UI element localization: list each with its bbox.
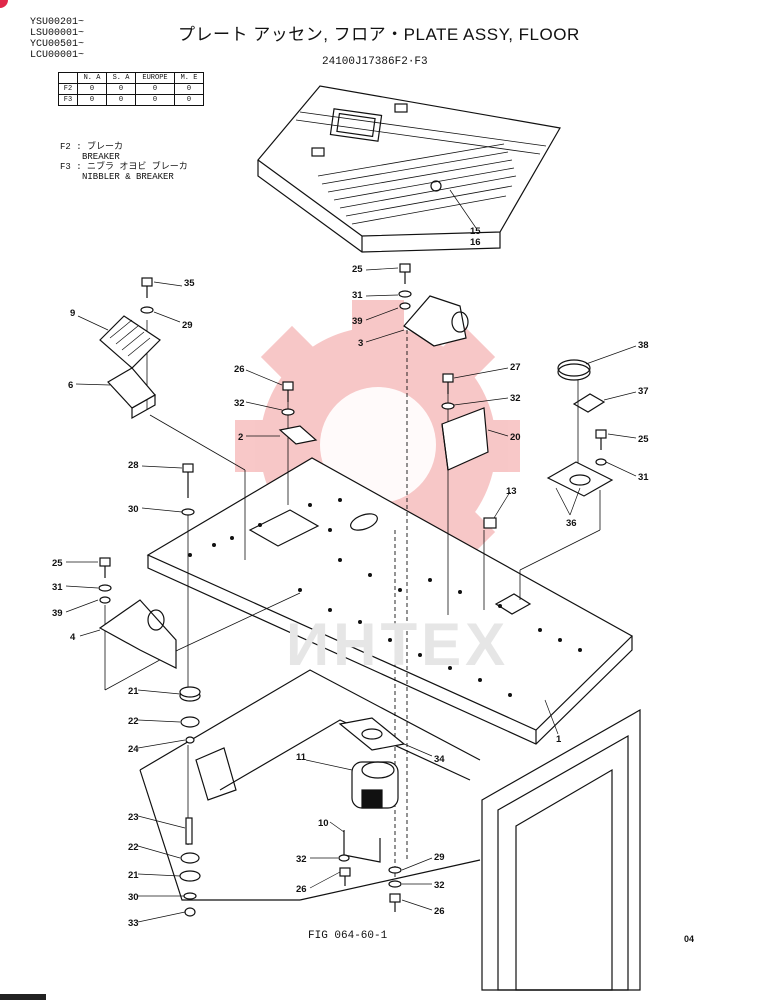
serial-1: YSU00201~	[30, 17, 85, 28]
floor-mat-part	[257, 85, 561, 253]
callout-32: 32	[296, 854, 307, 865]
seal-37-part	[572, 393, 606, 413]
serial-4: LCU00001~	[30, 50, 85, 61]
bracket-10-part	[343, 830, 381, 863]
callout-24: 24	[128, 744, 139, 755]
bracket-34-part	[338, 717, 406, 751]
callout-32: 32	[510, 393, 521, 404]
callout-26: 26	[434, 906, 445, 917]
plate-36-part	[546, 461, 614, 497]
callout-6: 6	[68, 380, 73, 391]
callout-2: 2	[238, 432, 243, 443]
legend-f3-en: NIBBLER & BREAKER	[82, 172, 174, 182]
callout-27: 27	[510, 362, 521, 373]
callout-30: 30	[128, 892, 139, 903]
callout-23: 23	[128, 812, 139, 823]
callout-25: 25	[52, 558, 63, 569]
callout-11: 11	[296, 752, 307, 763]
callout-32: 32	[234, 398, 245, 409]
callout-25: 25	[352, 264, 363, 275]
callout-39: 39	[52, 608, 63, 619]
callout-26: 26	[296, 884, 307, 895]
pedal-6-part	[107, 367, 156, 420]
table-cell: 0	[106, 94, 136, 106]
lower-frame-part	[139, 669, 641, 991]
grommet-38-part	[557, 359, 591, 381]
cover-4-part	[98, 599, 177, 669]
callout-32: 32	[434, 880, 445, 891]
callout-21: 21	[128, 686, 139, 697]
legend: F2 : ブレーカ BREAKER F3 : ニブラ オヨビ ブレーカ NIBB…	[60, 142, 188, 182]
callout-10: 10	[318, 818, 329, 829]
callout-39: 39	[352, 316, 363, 327]
mount-11-part	[351, 761, 399, 809]
table-row: F3 0 0 0 0	[58, 94, 204, 106]
callout-37: 37	[638, 386, 649, 397]
serial-3: YCU00501~	[30, 39, 85, 50]
bracket-2-part	[278, 425, 318, 445]
page-number: 04	[684, 934, 695, 944]
callout-25: 25	[638, 434, 649, 445]
drawing-number: 24100J17386F2·F3	[322, 56, 428, 68]
callout-26: 26	[234, 364, 245, 375]
legend-f2-jp: F2 : ブレーカ	[60, 142, 124, 152]
floor-plate-part	[146, 457, 633, 745]
table-header-row: N. A S. A EUROPE M. E	[58, 72, 204, 84]
corner-mark	[0, 994, 46, 1000]
page-title: プレート アッセン, フロア・PLATE ASSY, FLOOR	[178, 25, 580, 44]
callout-31: 31	[52, 582, 63, 593]
callout-22: 22	[128, 842, 139, 853]
fasteners	[98, 263, 607, 917]
callout-31: 31	[638, 472, 649, 483]
table-cell: 0	[174, 94, 204, 106]
cover-3-part	[403, 295, 469, 347]
legend-f3-jp: F3 : ニブラ オヨビ ブレーカ	[60, 162, 188, 172]
serial-list: YSU00201~ LSU00001~ YCU00501~ LCU00001~	[30, 17, 84, 61]
applicability-table: N. A S. A EUROPE M. E F2 0 0 0 0 F3 0 0 …	[58, 72, 204, 106]
bracket-20-part	[441, 407, 489, 471]
callout-1: 1	[556, 734, 562, 745]
callout-3: 3	[358, 338, 363, 349]
leader-lines	[104, 320, 601, 845]
callout-28: 28	[128, 460, 139, 471]
callout-4: 4	[70, 632, 76, 643]
callout-21: 21	[128, 870, 139, 881]
legend-f2-en: BREAKER	[82, 152, 120, 162]
callout-35: 35	[184, 278, 195, 289]
callout-29: 29	[182, 320, 193, 331]
callout-22: 22	[128, 716, 139, 727]
serial-2: LSU00001~	[30, 28, 85, 39]
callout-leaders	[65, 189, 637, 923]
callout-33: 33	[128, 918, 139, 929]
callout-29: 29	[434, 852, 445, 863]
callout-36: 36	[566, 518, 577, 529]
bracket-9-part	[99, 315, 161, 369]
table-cell: 0	[135, 94, 175, 106]
callout-31: 31	[352, 290, 363, 301]
corner-badge	[0, 0, 8, 8]
callout-9: 9	[70, 308, 75, 319]
callout-34: 34	[434, 754, 445, 765]
callout-38: 38	[638, 340, 649, 351]
line-art	[65, 85, 641, 991]
callout-13: 13	[506, 486, 517, 497]
watermark-text: ИНТЕХ	[286, 611, 510, 678]
callouts: 35 29 9 6 25 31 39 3 26 32 2 27 32 20 38…	[52, 226, 649, 929]
callout-30: 30	[128, 504, 139, 515]
callout-15: 15	[470, 226, 481, 237]
callout-20: 20	[510, 432, 521, 443]
assembly-axis	[394, 330, 408, 880]
table-cell: F3	[58, 94, 78, 106]
figure-number: FIG 064-60-1	[308, 930, 388, 942]
callout-16: 16	[470, 237, 481, 248]
